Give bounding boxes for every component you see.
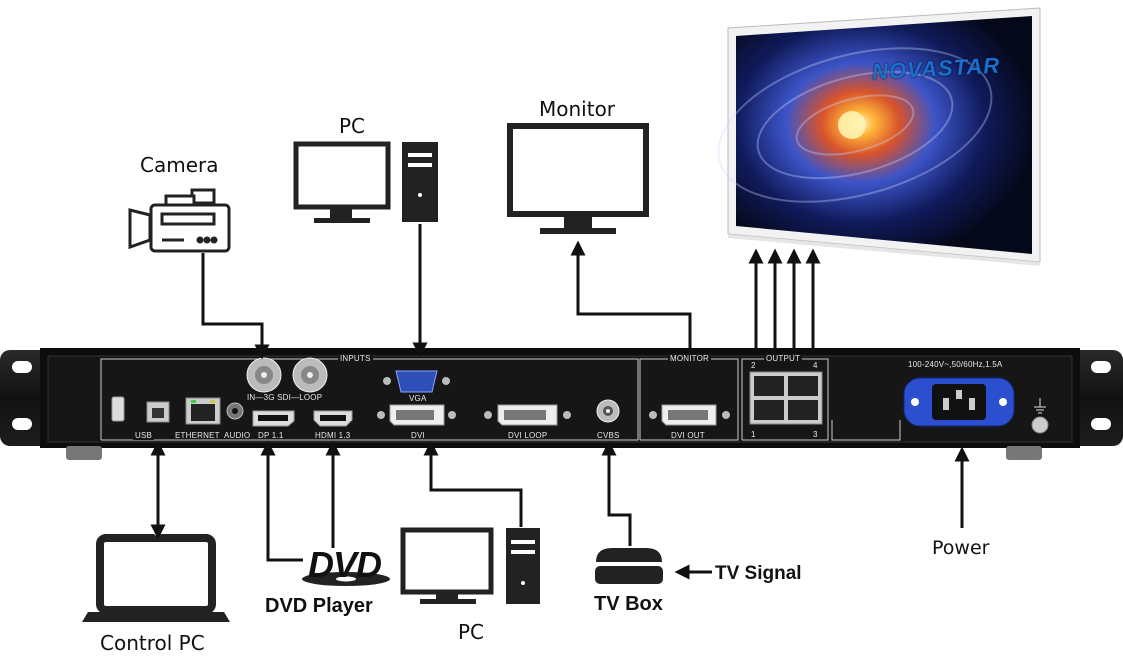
dvi-loop-label: DVI LOOP	[508, 431, 548, 440]
pc-bottom-label: PC	[458, 620, 485, 644]
dvd-logo-icon	[302, 572, 390, 586]
power-label: Power	[932, 537, 990, 559]
ethernet-label: ETHERNET	[175, 431, 220, 440]
usb-label: USB	[133, 431, 155, 440]
led-screen	[717, 7, 1041, 266]
output-header: OUTPUT	[764, 354, 803, 363]
connection-lines	[150, 224, 970, 580]
dviout-to-monitor-line	[570, 240, 692, 350]
dvd-player-label: DVD Player	[265, 595, 373, 617]
dvi-label: DVI	[411, 431, 425, 440]
dvi-out-label: DVI OUT	[671, 431, 705, 440]
camera-label: Camera	[140, 153, 219, 177]
output-port-2-label: 2	[751, 361, 756, 370]
tv-signal-label: TV Signal	[715, 563, 802, 584]
pc-to-dvi-line	[423, 440, 523, 527]
pc-top-icon	[293, 141, 438, 223]
cvbs-label: CVBS	[597, 431, 620, 440]
output-port-3-label: 3	[813, 430, 818, 439]
dvd-logo-text: DVD	[308, 544, 382, 585]
monitor-label: Monitor	[539, 97, 616, 121]
output-port-1-label: 1	[751, 430, 756, 439]
pc-bottom-icon	[400, 527, 540, 604]
camera-to-sdi-line	[201, 253, 270, 360]
power-rating: 100-240V~,50/60Hz,1.5A	[908, 360, 1003, 369]
audio-label: AUDIO	[224, 431, 251, 440]
vga-label: VGA	[409, 394, 427, 403]
laptop-icon	[82, 532, 230, 622]
tv-box-label: TV Box	[594, 593, 663, 615]
monitor-icon	[507, 123, 649, 234]
tvbox-to-cvbs-line	[601, 440, 632, 546]
sdi-label: IN—3G SDI—LOOP	[247, 393, 323, 402]
dvd-to-dp-line	[260, 440, 303, 562]
control-pc-label: Control PC	[100, 631, 205, 655]
monitor-header: MONITOR	[668, 354, 712, 363]
output-port-4-label: 4	[813, 361, 818, 370]
hdmi-label: HDMI 1.3	[315, 431, 351, 440]
camera-icon	[128, 188, 231, 253]
inputs-header: INPUTS	[338, 354, 373, 363]
dp-label: DP 1.1	[258, 431, 284, 440]
pc-top-label: PC	[339, 114, 366, 138]
processor-chassis	[0, 348, 1123, 460]
tv-box-icon	[595, 548, 663, 584]
